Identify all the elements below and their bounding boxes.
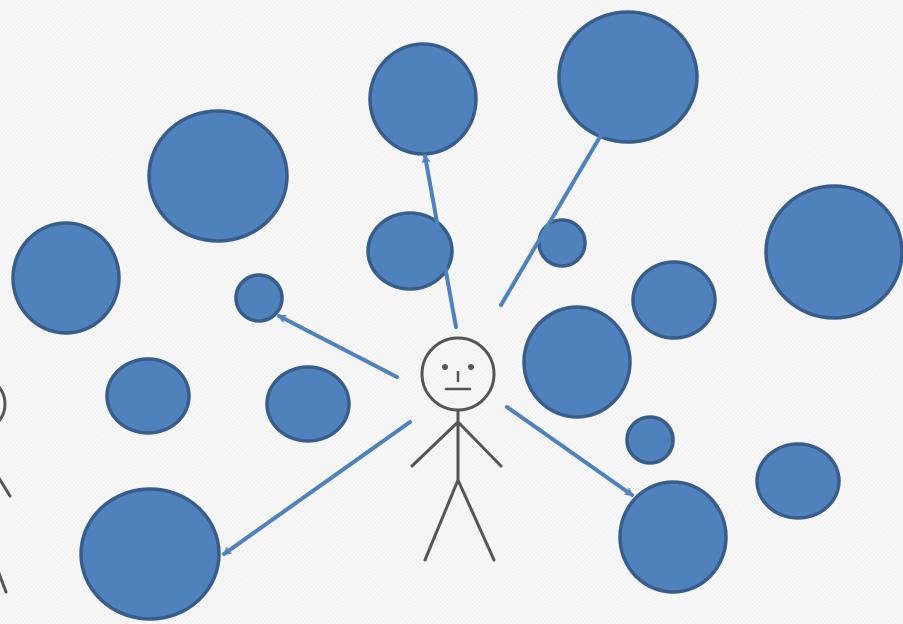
circle-node [625,415,675,465]
circle-node [368,42,478,156]
stick-figure-icon [410,336,503,562]
circle-node [366,211,454,291]
arrow-left [277,314,399,379]
circle-node [755,442,841,520]
figure-leg-left [423,478,460,562]
partial-figure-arm [0,476,12,498]
circle-node [618,480,728,594]
circle-group [11,10,903,621]
figure-arm-right [456,420,503,468]
circle-node [764,184,903,320]
figure-eye-left [442,364,448,370]
circle-node [234,273,284,323]
circle-node [265,365,351,443]
partial-figure-head [0,385,7,423]
arrow-down-left [222,420,412,556]
partial-figure-leg [0,571,8,594]
arrow-up-right [499,128,606,307]
figure-arm-left [410,420,460,468]
arrow-up [425,154,458,329]
arrow-group [222,128,634,556]
circle-node [631,260,717,340]
circle-node [11,221,121,335]
figure-eye-right [468,364,474,370]
circle-node [105,357,191,435]
stick-figure-icon-partial [0,385,12,594]
figure-leg-right [456,478,496,562]
arrow-down-right [505,405,634,497]
circle-node [522,305,632,419]
circle-node [557,10,699,144]
circle-node [79,487,221,621]
circle-node [147,109,289,243]
